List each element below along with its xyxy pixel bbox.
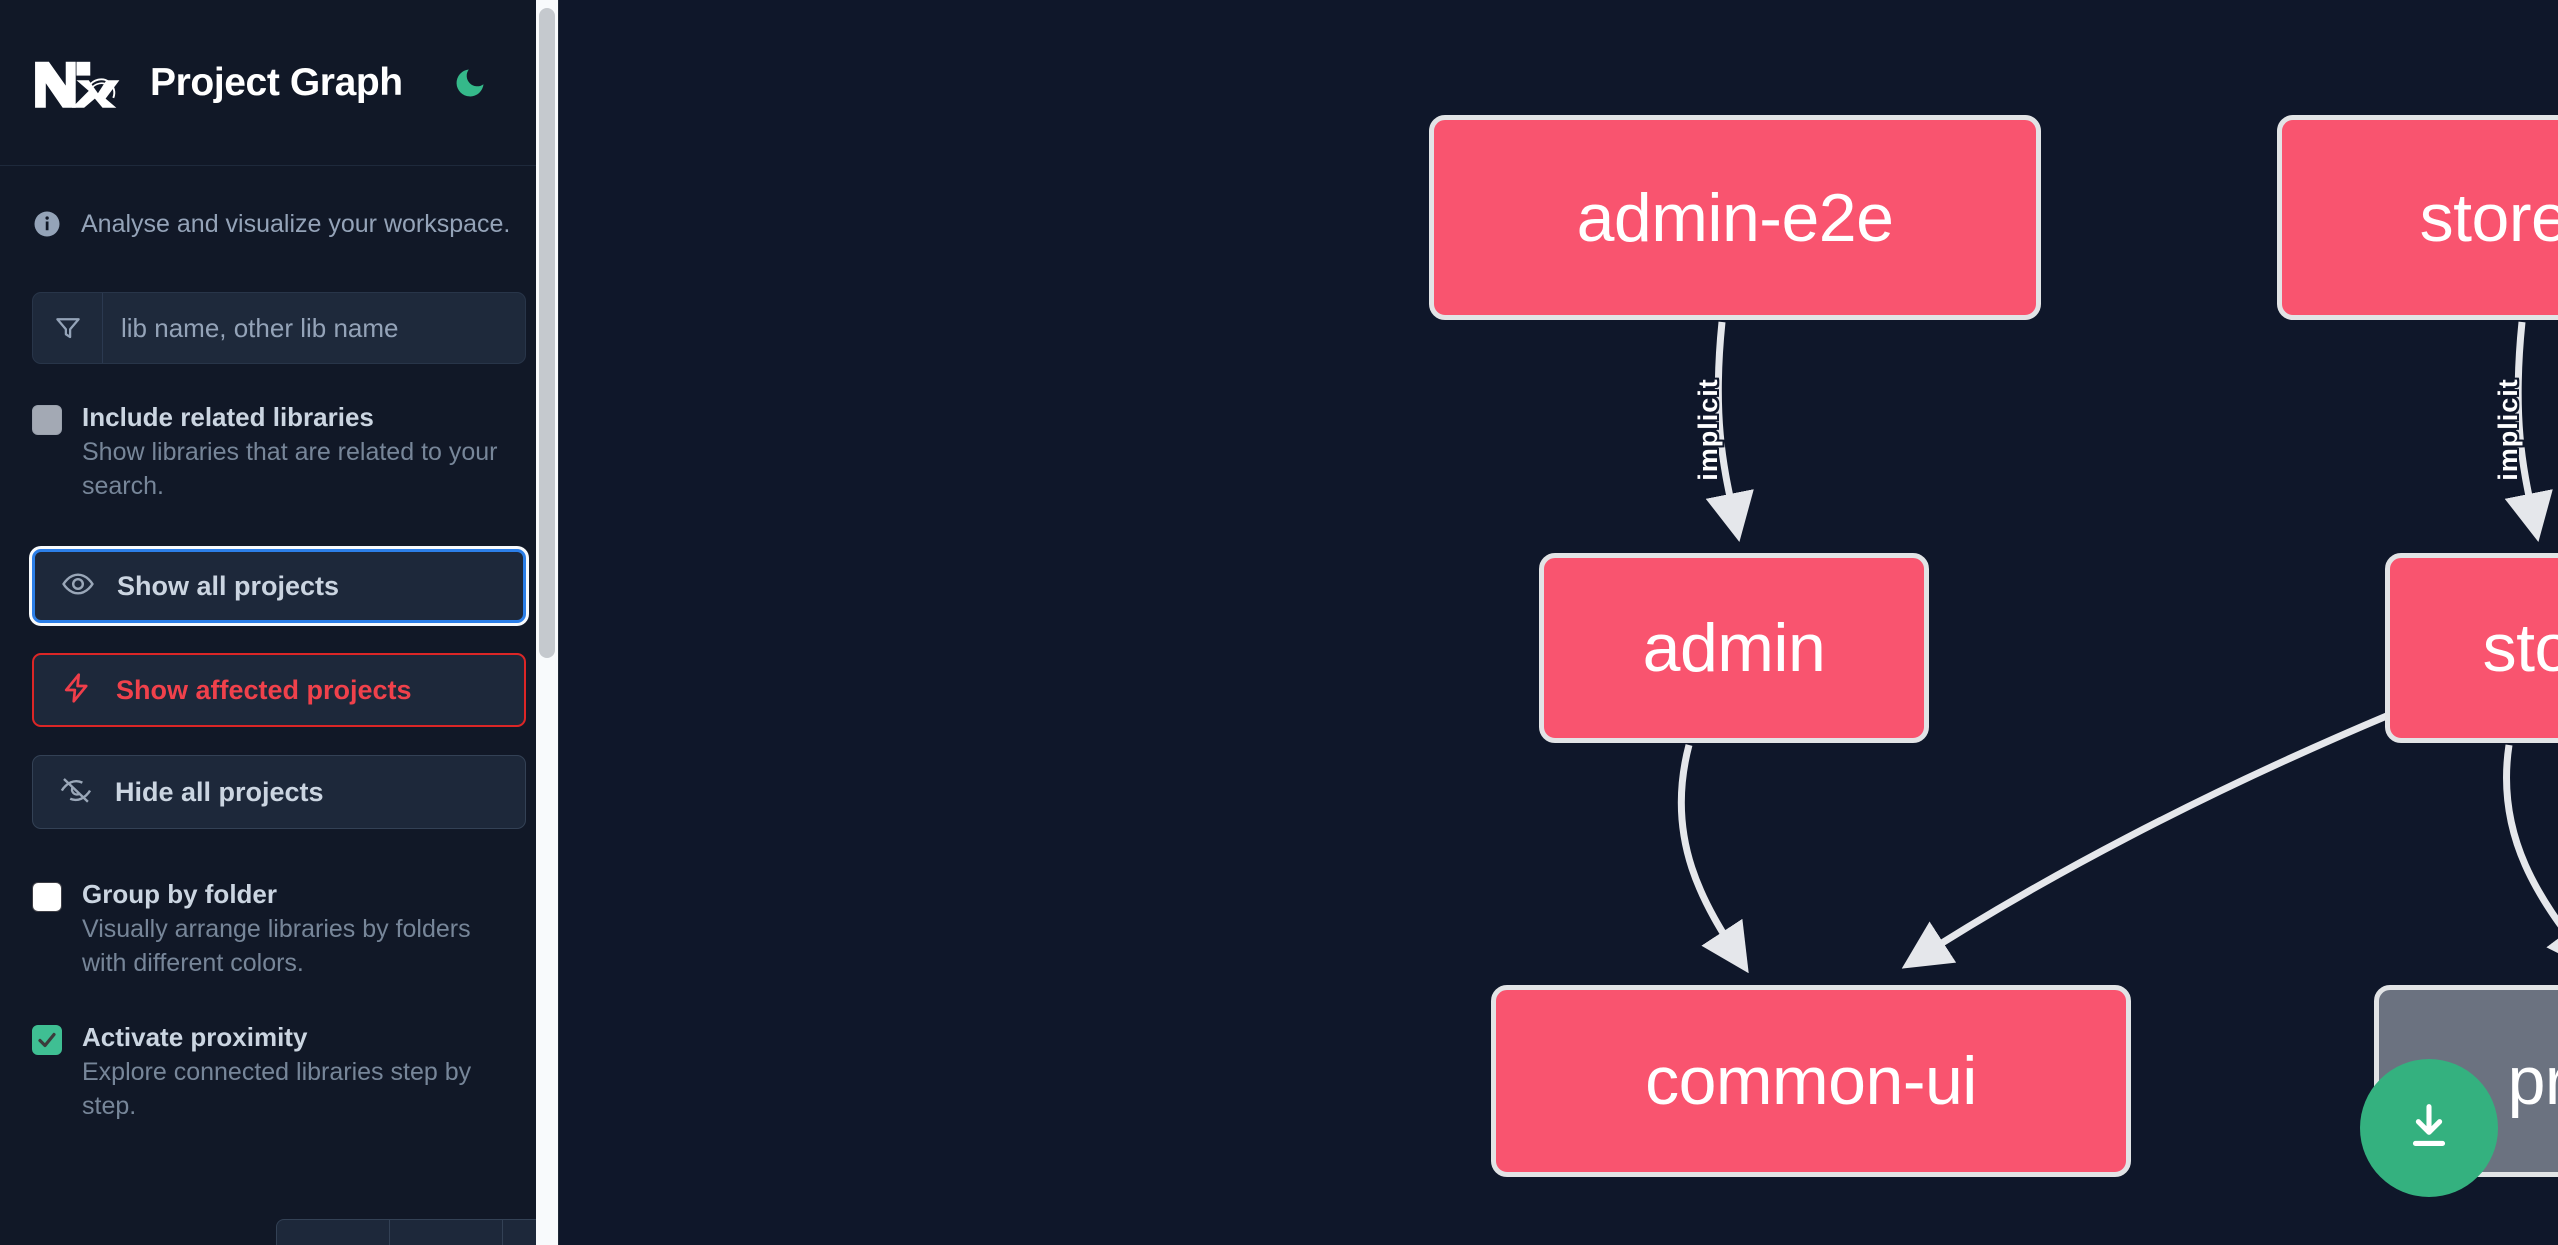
button-label: Hide all projects bbox=[115, 776, 324, 807]
edge-admin-to-common-ui bbox=[1677, 744, 1749, 974]
option-title: Include related libraries bbox=[82, 402, 374, 432]
edge-admin-e2e-to-admin bbox=[1705, 321, 1754, 543]
edge-store-to-common-ui bbox=[1901, 711, 2391, 969]
download-icon bbox=[2400, 1098, 2458, 1159]
hide-all-projects-button[interactable]: Hide all projects bbox=[32, 755, 526, 830]
button-label: Show all projects bbox=[117, 570, 340, 601]
node-label: products bbox=[2507, 1043, 2558, 1119]
option-desc: Visually arrange libraries by folders wi… bbox=[82, 914, 471, 977]
node-label: store bbox=[2482, 610, 2558, 686]
search-input[interactable] bbox=[103, 293, 525, 363]
segmented-control-group[interactable] bbox=[276, 1219, 558, 1245]
info-banner: Analyse and visualize your workspace. bbox=[0, 166, 558, 250]
lightning-bolt-icon bbox=[60, 671, 94, 710]
option-desc: Explore connected libraries step by step… bbox=[82, 1057, 472, 1120]
moon-icon[interactable] bbox=[449, 62, 491, 104]
page-title: Project Graph bbox=[150, 60, 403, 104]
sidebar-header: Project Graph bbox=[0, 0, 558, 166]
checkbox-include-related-libraries[interactable] bbox=[32, 405, 62, 435]
sidebar: Project Graph Analyse and visualize your… bbox=[0, 0, 559, 1245]
button-label: Show affected projects bbox=[116, 674, 412, 705]
segment-option-2[interactable] bbox=[390, 1220, 503, 1245]
option-group-by-folder[interactable]: Group by folder Visually arrange librari… bbox=[0, 877, 558, 980]
graph-edges bbox=[1677, 321, 2558, 974]
node-label: admin bbox=[1642, 610, 1826, 686]
download-graph-button[interactable] bbox=[2360, 1059, 2498, 1197]
info-icon bbox=[32, 209, 62, 239]
eye-off-icon bbox=[59, 773, 93, 812]
show-affected-projects-button[interactable]: Show affected projects bbox=[32, 653, 526, 728]
filter-funnel-icon bbox=[33, 293, 103, 363]
graph-node-store-e2e[interactable]: store-e2e bbox=[2277, 115, 2558, 320]
option-texts: Group by folder Visually arrange librari… bbox=[82, 877, 512, 980]
option-texts: Include related libraries Show libraries… bbox=[82, 400, 512, 503]
graph-node-common-ui[interactable]: common-ui bbox=[1491, 985, 2131, 1177]
checkbox-activate-proximity[interactable] bbox=[32, 1025, 62, 1056]
graph-canvas[interactable]: admin-e2e store-e2e admin store common-u… bbox=[559, 0, 2558, 1245]
segment-option-1[interactable] bbox=[277, 1220, 390, 1245]
eye-icon bbox=[61, 567, 95, 606]
sidebar-scrollbar-track[interactable] bbox=[536, 0, 558, 1245]
nx-logo-icon bbox=[32, 54, 124, 111]
option-title: Group by folder bbox=[82, 879, 277, 910]
checkbox-group-by-folder[interactable] bbox=[32, 882, 62, 913]
option-texts: Activate proximity Explore connected lib… bbox=[82, 1020, 512, 1123]
edge-store-to-products bbox=[2502, 744, 2558, 972]
graph-node-admin-e2e[interactable]: admin-e2e bbox=[1429, 115, 2041, 320]
info-text: Analyse and visualize your workspace. bbox=[81, 209, 511, 238]
graph-node-store[interactable]: store bbox=[2385, 553, 2558, 743]
node-label: common-ui bbox=[1645, 1043, 1977, 1119]
sidebar-scrollbar-thumb[interactable] bbox=[539, 8, 555, 658]
search-bar bbox=[32, 292, 526, 364]
option-desc: Show libraries that are related to your … bbox=[82, 437, 498, 500]
node-label: admin-e2e bbox=[1576, 179, 1894, 256]
show-all-projects-button[interactable]: Show all projects bbox=[32, 549, 526, 624]
option-include-related-libraries[interactable]: Include related libraries Show libraries… bbox=[0, 400, 558, 503]
option-activate-proximity[interactable]: Activate proximity Explore connected lib… bbox=[0, 1020, 558, 1123]
graph-node-admin[interactable]: admin bbox=[1539, 553, 1929, 743]
node-label: store-e2e bbox=[2419, 179, 2558, 256]
option-title: Activate proximity bbox=[82, 1022, 308, 1053]
edge-store-e2e-to-store bbox=[2504, 321, 2553, 543]
